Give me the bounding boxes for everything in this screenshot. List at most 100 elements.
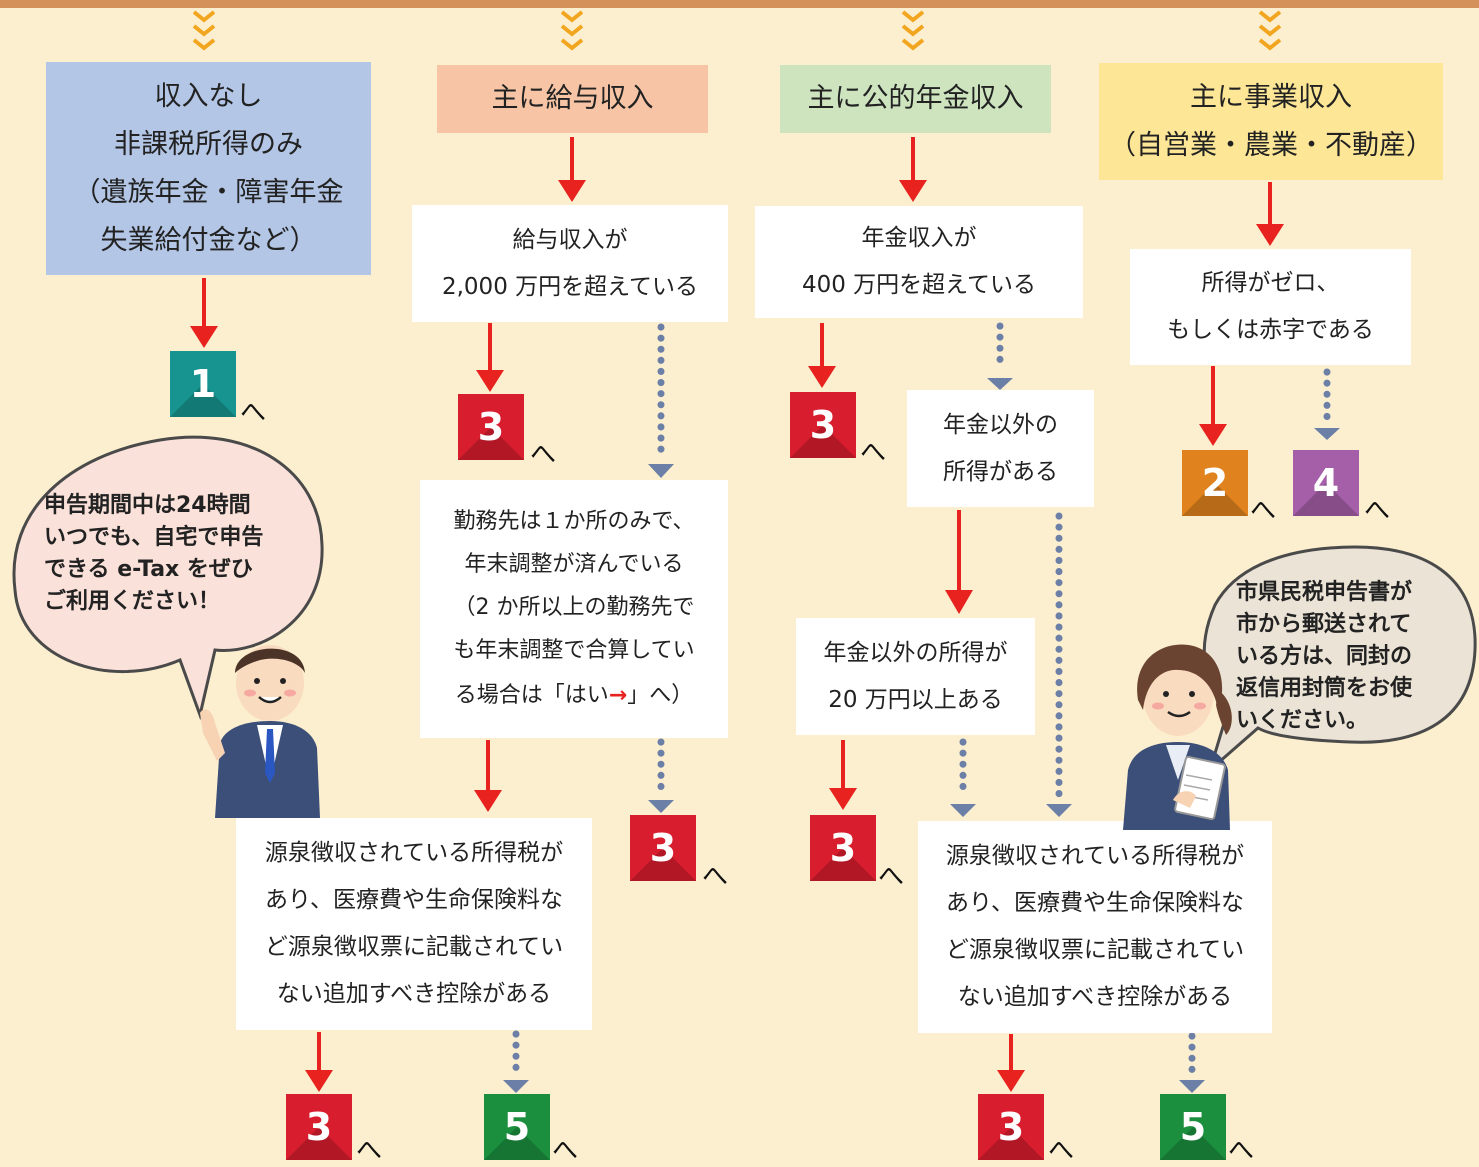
box-withholding-left: 源泉徴収されている所得税が あり、医療費や生命保険料な ど源泉徴収票に記載されて… xyxy=(236,818,592,1030)
box-line: ど源泉徴収票に記載されてい xyxy=(945,937,1245,963)
bubble-line: 市から郵送されて xyxy=(1236,612,1412,637)
badge-suffix: へ xyxy=(1364,496,1391,526)
badge-number: 3 xyxy=(305,1105,333,1149)
header-pension-income: 主に公的年金収入 xyxy=(780,65,1051,133)
box-pension-other-income: 年金以外の 所得がある xyxy=(907,390,1094,507)
left-bubble-text: 申告期間中は24時間 いつでも、自宅で申告 できる e-Tax をぜひ ご利用く… xyxy=(44,490,263,618)
badge-3[interactable]: 3 xyxy=(630,815,696,881)
box-line: 400 万円を超えている xyxy=(801,272,1037,298)
badge-3[interactable]: 3 xyxy=(790,392,856,458)
box-line: あり、医療費や生命保険料な xyxy=(264,887,564,913)
box-line: 源泉徴収されている所得税が xyxy=(264,840,564,866)
header-line: 非課税所得のみ xyxy=(114,128,303,160)
right-bubble-text: 市県民税申告書が 市から郵送されて いる方は、同封の 返信用封筒をお使 いくださ… xyxy=(1236,577,1412,737)
header-no-income: 収入なし 非課税所得のみ （遺族年金・障害年金 失業給付金など） xyxy=(46,62,371,275)
box-line: も年末調整で合算してい xyxy=(453,637,695,663)
badge-number: 5 xyxy=(503,1105,531,1149)
badge-suffix: へ xyxy=(860,438,887,468)
left-speech-bubble xyxy=(12,435,324,721)
right-speech-bubble xyxy=(1202,545,1477,775)
box-line: 源泉徴収されている所得税が xyxy=(945,843,1245,869)
box-line: 年末調整が済んでいる xyxy=(464,551,684,577)
dotted-arrows xyxy=(512,322,1331,1076)
badge-number: 3 xyxy=(649,826,677,870)
box-line: 給与収入が xyxy=(512,226,628,253)
badge-number: 3 xyxy=(829,826,857,870)
box-withholding-right: 源泉徴収されている所得税が あり、医療費や生命保険料な ど源泉徴収票に記載されて… xyxy=(918,821,1272,1033)
box-line: 年金以外の所得が xyxy=(823,639,1008,666)
badge-number: 3 xyxy=(809,403,837,447)
badge-suffix: へ xyxy=(702,862,729,892)
top-chevrons xyxy=(192,10,1282,51)
box-line: あり、医療費や生命保険料な xyxy=(945,890,1245,916)
bubble-line: いつでも、自宅で申告 xyxy=(44,525,264,550)
box-line: 20 万円以上ある xyxy=(828,686,1003,713)
box-line: もしくは赤字である xyxy=(1167,317,1374,343)
box-line-text: 」へ） xyxy=(627,682,694,708)
badge-suffix: へ xyxy=(1048,1136,1075,1166)
box-line-text: る場合は「はい xyxy=(454,682,609,708)
header-line: 主に事業収入 xyxy=(1190,81,1352,113)
red-arrows xyxy=(190,137,1284,1092)
red-arrow-glyph: → xyxy=(608,682,628,708)
woman-illustration xyxy=(1123,644,1232,830)
box-line: ない追加すべき控除がある xyxy=(957,984,1233,1010)
box-line: 年金収入が xyxy=(861,225,977,251)
badge-1[interactable]: 1 xyxy=(170,351,236,417)
badge-3[interactable]: 3 xyxy=(286,1094,352,1160)
box-line: 2,000 万円を超えている xyxy=(441,273,698,300)
bubble-line: 返信用封筒をお使 xyxy=(1236,676,1413,701)
bubble-line: 申告期間中は24時間 xyxy=(44,493,251,518)
header-line: （遺族年金・障害年金 xyxy=(73,176,344,208)
bubble-line: できる e-Tax をぜひ xyxy=(44,557,253,582)
header-line: 収入なし xyxy=(154,80,263,112)
box-line: ない追加すべき控除がある xyxy=(276,981,552,1007)
badge-suffix: へ xyxy=(1228,1136,1255,1166)
box-line: 年金以外の xyxy=(943,411,1058,438)
badge-2[interactable]: 2 xyxy=(1182,450,1248,516)
badge-suffix: へ xyxy=(878,862,905,892)
box-line: る場合は「はい→」へ） xyxy=(455,672,693,719)
badge-number: 5 xyxy=(1179,1105,1207,1149)
box-salary-over-20m: 給与収入が 2,000 万円を超えている xyxy=(412,205,728,322)
header-line: 主に公的年金収入 xyxy=(807,83,1024,114)
header-salary-income: 主に給与収入 xyxy=(437,65,708,133)
box-line: ど源泉徴収票に記載されてい xyxy=(264,934,564,960)
badge-suffix: へ xyxy=(1250,496,1277,526)
box-business-zero-or-loss: 所得がゼロ、 もしくは赤字である xyxy=(1130,249,1411,365)
box-line: 所得がゼロ、 xyxy=(1201,270,1340,296)
bubble-line: いください。 xyxy=(1236,708,1369,733)
header-business-income: 主に事業収入 （自営業・農業・不動産） xyxy=(1099,63,1443,180)
badge-suffix: へ xyxy=(552,1136,579,1166)
badge-number: 3 xyxy=(997,1105,1025,1149)
badge-number: 4 xyxy=(1312,461,1340,505)
top-banner-edge xyxy=(0,0,1479,8)
bubble-line: 市県民税申告書が xyxy=(1236,580,1413,605)
box-line: 所得がある xyxy=(943,458,1058,485)
box-pension-other-20: 年金以外の所得が 20 万円以上ある xyxy=(796,618,1035,735)
badge-number: 1 xyxy=(189,362,217,406)
badge-5[interactable]: 5 xyxy=(484,1094,550,1160)
man-illustration xyxy=(200,645,320,818)
badge-suffix: へ xyxy=(530,440,557,470)
badge-number: 3 xyxy=(477,405,505,449)
header-line: 主に給与収入 xyxy=(491,83,654,114)
badge-3[interactable]: 3 xyxy=(810,815,876,881)
header-line: 失業給付金など） xyxy=(100,224,317,256)
badge-suffix: へ xyxy=(356,1136,383,1166)
box-salary-single-employer: 勤務先は１か所のみで、 年末調整が済んでいる （2 か所以上の勤務先で も年末調… xyxy=(420,480,728,738)
box-line: 勤務先は１か所のみで、 xyxy=(453,508,695,534)
badge-4[interactable]: 4 xyxy=(1293,450,1359,516)
badge-3[interactable]: 3 xyxy=(458,394,524,460)
box-pension-over-4m: 年金収入が 400 万円を超えている xyxy=(755,206,1083,318)
dotted-arrow-heads xyxy=(503,378,1340,1093)
badge-5[interactable]: 5 xyxy=(1160,1094,1226,1160)
box-line: （2 か所以上の勤務先で xyxy=(453,594,695,620)
header-line: （自営業・農業・不動産） xyxy=(1109,129,1433,161)
badge-number: 2 xyxy=(1201,461,1229,505)
bubble-line: ご利用ください！ xyxy=(44,589,221,614)
badge-3[interactable]: 3 xyxy=(978,1094,1044,1160)
bubble-line: いる方は、同封の xyxy=(1236,644,1413,669)
badge-suffix: へ xyxy=(240,398,267,428)
